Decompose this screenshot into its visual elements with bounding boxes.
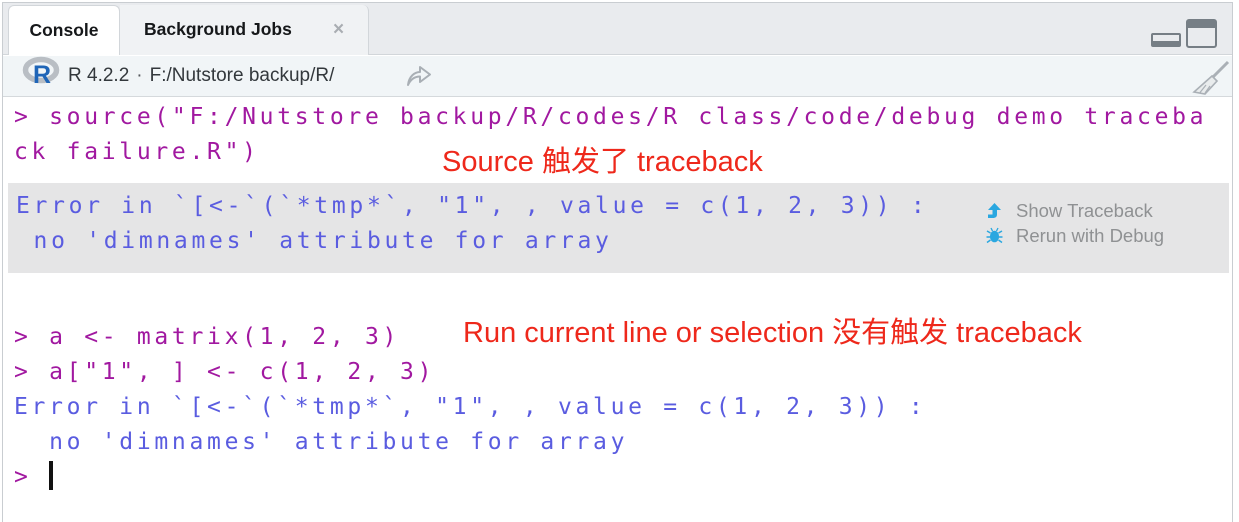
- debug-bug-icon: [986, 227, 1003, 244]
- minimize-icon[interactable]: [1151, 33, 1181, 47]
- separator-dot: ·: [136, 65, 143, 86]
- tab-console[interactable]: Console: [8, 5, 120, 55]
- close-icon[interactable]: ×: [333, 19, 345, 40]
- error2-message-line1: Error in `[<-`(`*tmp*`, "1", , value = c…: [14, 394, 927, 420]
- pane-border: [2, 2, 3, 522]
- broom-icon[interactable]: [1190, 59, 1232, 97]
- annotation-source-traceback: Source 触发了 traceback: [442, 146, 763, 178]
- working-directory-label: F:/Nutstore backup/R/: [149, 65, 335, 86]
- console-command-source-line1: > source("F:/Nutstore backup/R/codes/R c…: [14, 104, 1208, 130]
- r-logo-icon: R: [22, 56, 60, 89]
- show-traceback-label: Show Traceback: [1016, 199, 1153, 221]
- error-box-actions: Show Traceback Rerun with Debug: [986, 198, 1164, 248]
- show-traceback-button[interactable]: Show Traceback: [986, 198, 1164, 223]
- console-prompt-line[interactable]: >: [14, 460, 53, 495]
- console-command-matrix: > a <- matrix(1, 2, 3): [14, 324, 401, 350]
- rerun-with-debug-button[interactable]: Rerun with Debug: [986, 223, 1164, 248]
- toolbar-text: R 4.2.2 · F:/Nutstore backup/R/: [68, 65, 334, 87]
- error-message-line2: no 'dimnames' attribute for array: [16, 228, 613, 254]
- rerun-with-debug-label: Rerun with Debug: [1016, 224, 1165, 246]
- console-command-assign: > a["1", ] <- c(1, 2, 3): [14, 359, 436, 385]
- traceback-arrow-icon: [988, 203, 1001, 218]
- pane-border: [2, 2, 1233, 3]
- prompt-label: >: [14, 464, 50, 490]
- maximize-icon[interactable]: [1186, 19, 1217, 48]
- console-command-source-line2: ck failure.R"): [14, 139, 260, 165]
- tab-strip: Console Background Jobs ×: [3, 3, 1232, 55]
- console-toolbar: R R 4.2.2 · F:/Nutstore backup/R/: [3, 56, 1232, 97]
- text-cursor: [49, 461, 53, 490]
- pane-border: [1232, 2, 1233, 522]
- svg-text:R: R: [33, 61, 51, 89]
- console-output[interactable]: > source("F:/Nutstore backup/R/codes/R c…: [3, 97, 1232, 522]
- error-traceback-box: Error in `[<-`(`*tmp*`, "1", , value = c…: [8, 183, 1229, 273]
- error2-message-line2: no 'dimnames' attribute for array: [14, 429, 629, 455]
- annotation-run-line-no-traceback: Run current line or selection 没有触发 trace…: [463, 317, 1082, 349]
- r-version-label: R 4.2.2: [68, 65, 130, 86]
- open-directory-arrow-icon[interactable]: [404, 63, 434, 89]
- tab-background-jobs[interactable]: Background Jobs ×: [120, 5, 369, 55]
- tab-background-jobs-label: Background Jobs: [144, 19, 292, 39]
- error-message-line1: Error in `[<-`(`*tmp*`, "1", , value = c…: [16, 193, 929, 219]
